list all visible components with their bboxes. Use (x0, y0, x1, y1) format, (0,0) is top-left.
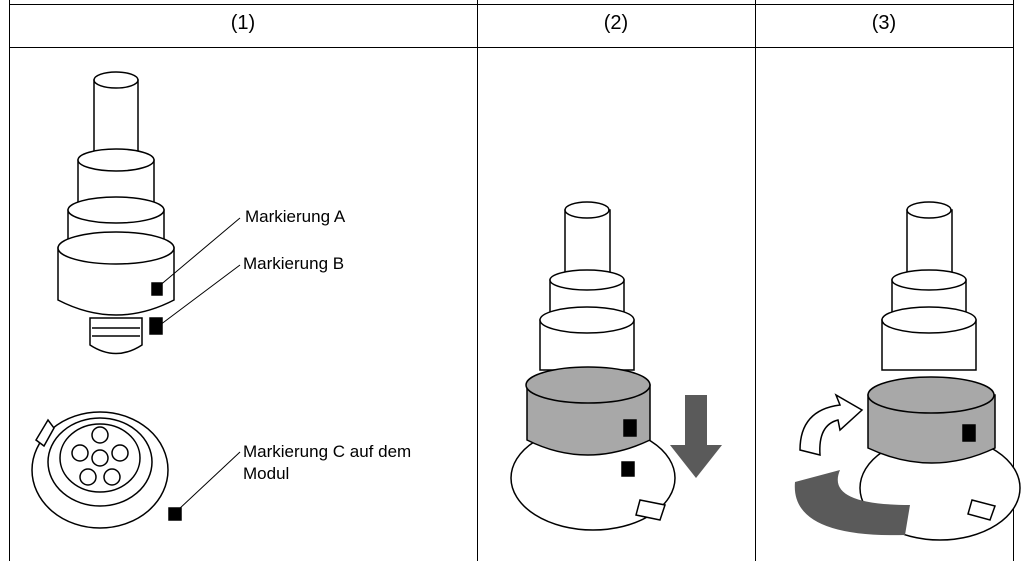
column-header-1: (1) (230, 12, 256, 34)
plug-connector (57, 71, 175, 355)
column-divider-2 (755, 0, 756, 561)
table-top-border (9, 4, 1014, 5)
table-left-border (9, 0, 10, 561)
marker-a-label: Markierung A (245, 207, 346, 226)
marker-b-label: Markierung B (243, 254, 345, 273)
module-socket (31, 411, 182, 529)
table-right-border (1013, 0, 1014, 561)
column-divider-1 (477, 0, 478, 561)
column-header-3: (3) (871, 12, 897, 34)
column-header-2: (2) (603, 12, 629, 34)
marker-c-label-line1: Markierung C auf dem (243, 442, 412, 461)
header-divider (9, 47, 1014, 48)
down-arrow (670, 395, 722, 478)
marker-c-label-line2: Modul (243, 464, 290, 483)
rotation-arrow (794, 393, 910, 536)
